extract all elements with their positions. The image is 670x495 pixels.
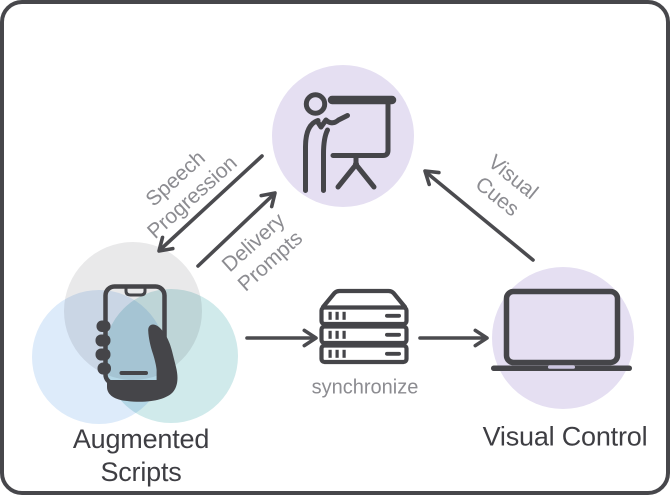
augmented-scripts-line1: Augmented	[72, 424, 210, 454]
hand-holding-phone-icon	[95, 284, 178, 402]
server-to-control-arrow	[418, 328, 489, 348]
visual-cues-arrow	[423, 169, 535, 262]
augmented-scripts-line2: Scripts	[100, 457, 182, 487]
presenter-at-board-icon	[303, 92, 397, 193]
server-stack-icon	[319, 288, 409, 365]
scripts-to-server-arrow	[245, 328, 318, 348]
visual-control-label: Visual Control	[482, 421, 648, 452]
synchronize-label: synchronize	[311, 376, 419, 399]
delivery-prompts-arrow	[196, 191, 277, 268]
speech-progression-arrow	[157, 154, 264, 253]
laptop-icon	[491, 288, 632, 371]
augmented-scripts-label: Augmented Scripts	[72, 423, 210, 489]
